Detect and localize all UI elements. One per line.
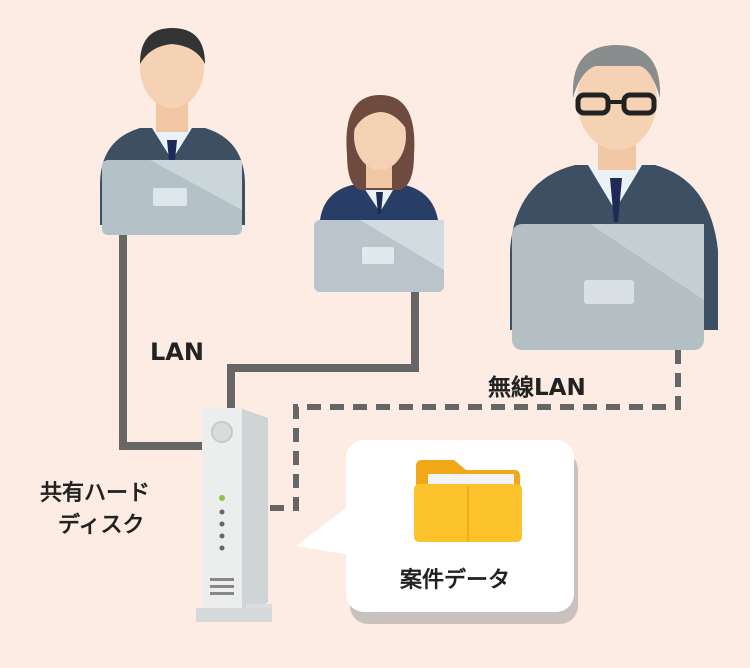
nas-device-icon — [196, 408, 272, 622]
wireless-lan-label: 無線LAN — [488, 375, 586, 401]
shared-hdd-label-line2: ディスク — [58, 513, 145, 538]
wired-cable-left — [119, 225, 205, 450]
lan-label: LAN — [150, 338, 204, 366]
wired-cable-middle — [227, 285, 419, 412]
wireless-link — [270, 350, 681, 511]
laptop-icon-right — [512, 224, 704, 350]
person-icon-middle — [320, 95, 438, 220]
shared-hdd-label-line1: 共有ハード — [40, 481, 151, 506]
laptop-icon-middle — [314, 220, 444, 292]
project-data-label: 案件データ — [400, 568, 511, 593]
shared-hdd-label: 共有ハード ディスク — [40, 478, 150, 542]
laptop-icon-left — [102, 160, 242, 235]
folder-icon — [414, 460, 522, 542]
